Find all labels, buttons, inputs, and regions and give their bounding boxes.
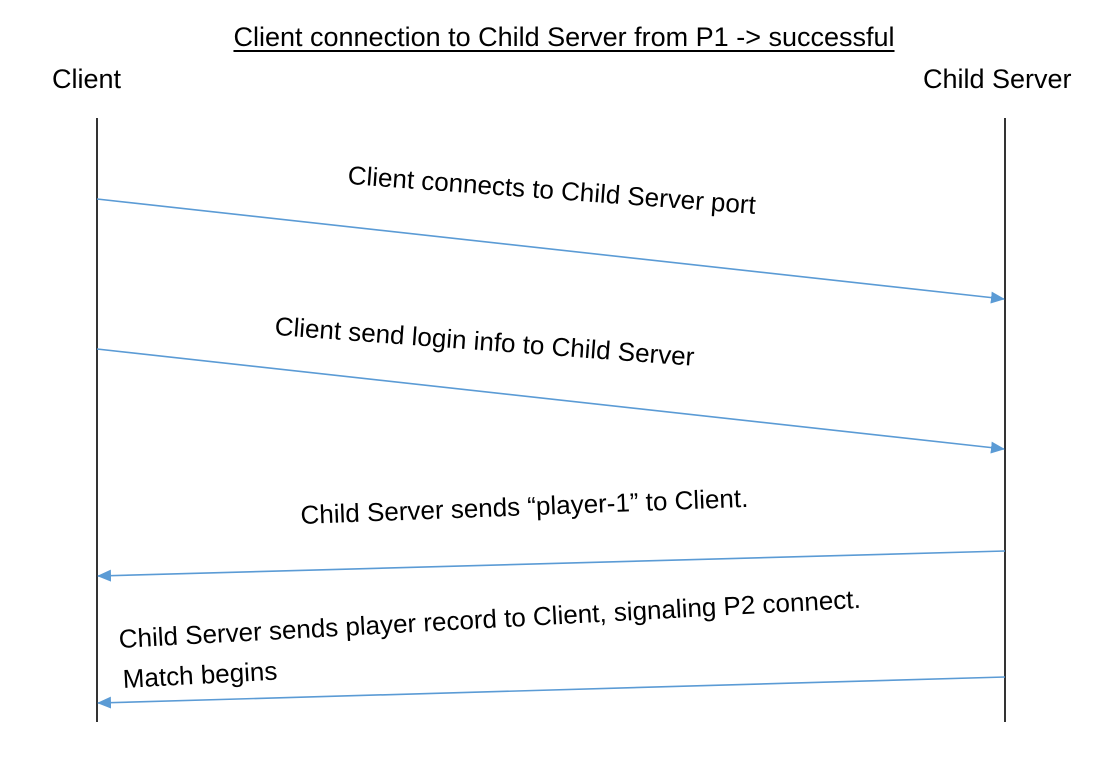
diagram-title: Client connection to Child Server from P… <box>233 22 895 52</box>
message-arrow-1 <box>96 198 1005 304</box>
actor-client-label: Client <box>52 64 122 94</box>
actor-server-label: Child Server <box>923 64 1072 94</box>
message-arrow-3 <box>97 550 1006 582</box>
message-arrow-2 <box>96 348 1005 454</box>
message-arrow-4 <box>97 676 1006 709</box>
